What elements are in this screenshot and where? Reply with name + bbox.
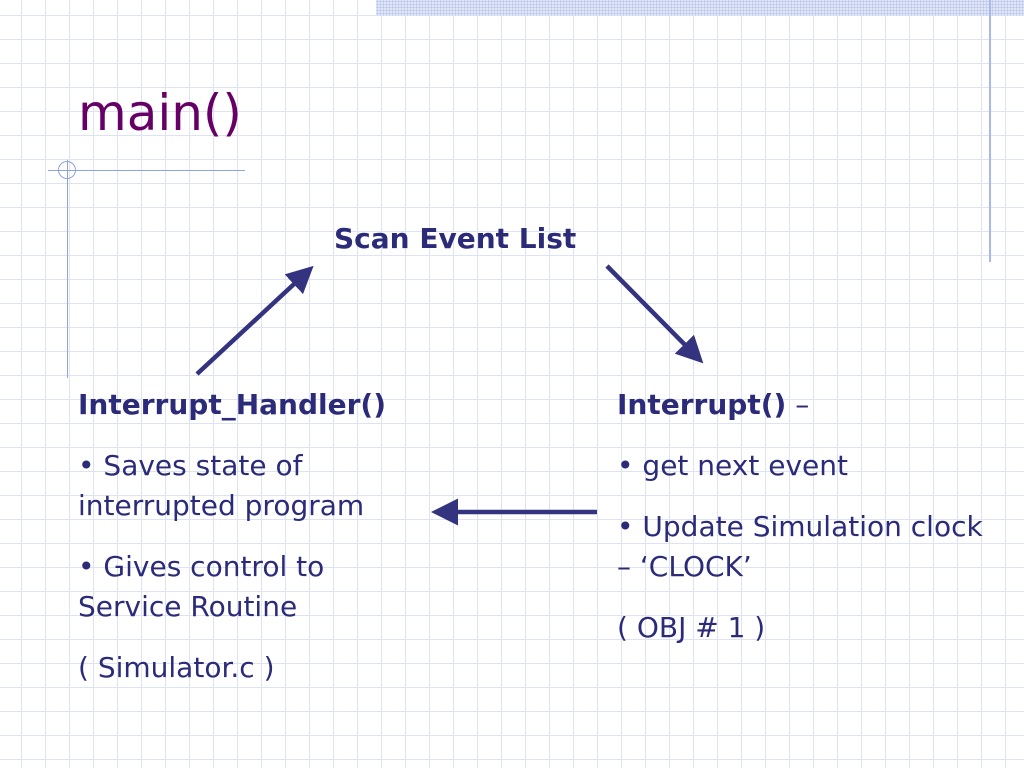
simulator-file-note: ( Simulator.c ) (78, 651, 275, 684)
gives-control-bullet: • Gives control to Service Routine (78, 550, 325, 623)
interrupt-heading-line: Interrupt() – (617, 385, 987, 425)
scan-event-list-label: Scan Event List (334, 222, 577, 255)
get-next-event-bullet: • get next event (617, 449, 848, 482)
arrow-scan-to-interrupt (605, 264, 704, 364)
interrupt-handler-block: Interrupt_Handler() • Saves state of int… (78, 385, 408, 709)
interrupt-handler-heading: Interrupt_Handler() (78, 388, 386, 421)
obj-number-note: ( OBJ # 1 ) (617, 611, 766, 644)
left-decorative-rule (67, 160, 68, 378)
top-decorative-band (376, 0, 1024, 16)
saves-state-bullet: • Saves state of interrupted program (78, 449, 365, 522)
update-clock-bullet: • Update Simulation clock – ‘CLOCK’ (617, 510, 983, 583)
interrupt-heading-dash: – (786, 388, 810, 421)
interrupt-block: Interrupt() – • get next event • Update … (617, 385, 987, 669)
arrow-handler-to-scan (195, 265, 314, 376)
crosshair-circle-icon (58, 161, 76, 179)
slide-title: main() (78, 84, 242, 142)
title-underline-rule (48, 170, 245, 171)
right-decorative-rule (989, 0, 991, 262)
interrupt-heading: Interrupt() (617, 388, 787, 421)
